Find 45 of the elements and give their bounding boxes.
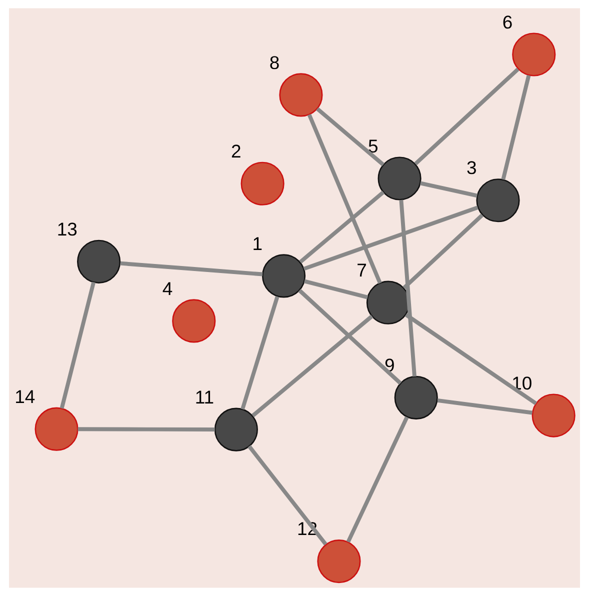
connector <box>299 190 385 264</box>
node-label: 6 <box>502 11 513 32</box>
connector <box>316 107 385 166</box>
connector <box>420 181 478 198</box>
connector <box>501 74 531 180</box>
node-label: 4 <box>162 278 173 299</box>
connector <box>307 114 382 284</box>
connector <box>60 282 96 409</box>
node-circle <box>77 240 121 284</box>
node-circle <box>34 407 78 451</box>
node-circle <box>532 394 576 438</box>
connector <box>298 288 402 385</box>
connector <box>120 261 263 276</box>
connector <box>414 68 520 166</box>
node-circle <box>366 280 410 324</box>
node-circle <box>279 73 323 117</box>
connector <box>404 313 538 406</box>
node-circle <box>394 376 438 420</box>
node-label: 1 <box>252 232 262 254</box>
node-label: 2 <box>231 140 242 162</box>
node-circle <box>214 408 258 452</box>
connector <box>240 296 280 410</box>
node-circle <box>378 156 422 200</box>
node-circle <box>512 32 556 76</box>
node-label: 5 <box>368 135 378 156</box>
connector <box>399 200 416 377</box>
node-circle <box>476 178 520 222</box>
node-circle <box>317 540 361 584</box>
node-label: 11 <box>194 386 214 408</box>
connector <box>252 314 374 418</box>
connector <box>346 416 409 543</box>
connector <box>248 445 328 546</box>
node-label: 13 <box>56 218 78 240</box>
node-label: 8 <box>269 52 280 73</box>
node-circle <box>262 254 306 298</box>
node-label: 7 <box>356 259 367 280</box>
connector <box>304 279 368 300</box>
node-label: 3 <box>466 157 477 178</box>
connector <box>437 398 533 415</box>
node-circle <box>172 299 216 343</box>
node-label: 14 <box>14 386 36 407</box>
connector <box>303 206 478 271</box>
connector <box>78 427 215 432</box>
connector <box>402 214 484 290</box>
node-circle <box>240 162 284 206</box>
